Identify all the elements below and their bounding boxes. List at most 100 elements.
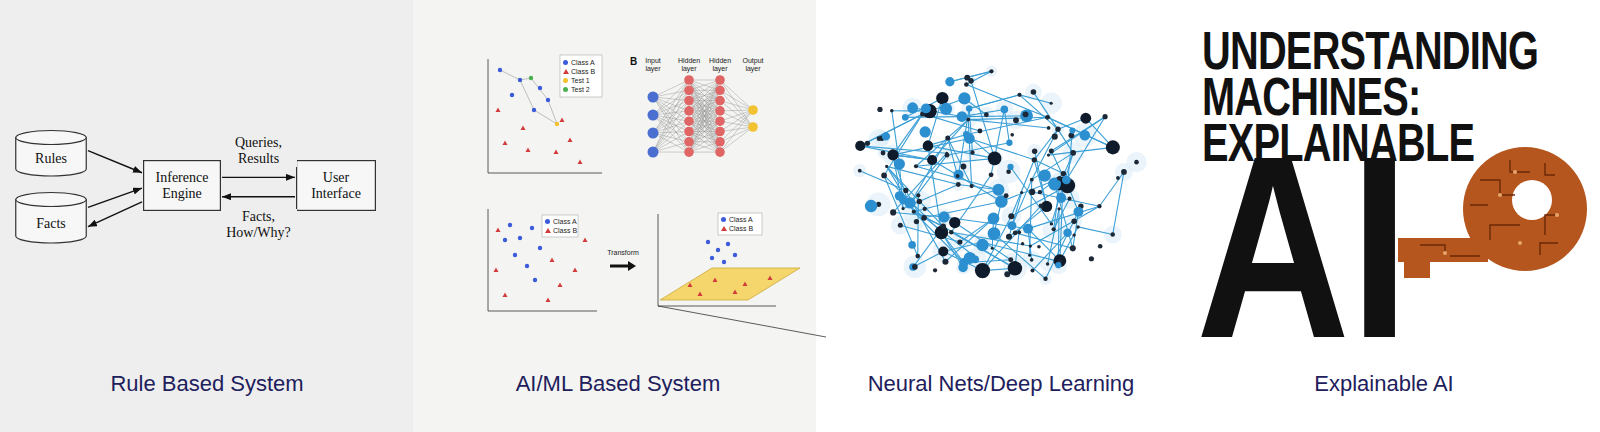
network-node [1069, 128, 1075, 134]
network-link [916, 166, 998, 190]
network-node [933, 268, 937, 272]
nn-neuron [715, 75, 725, 85]
network-node [1017, 230, 1021, 234]
nn-weight [689, 142, 720, 152]
legend-entry: Test 1 [563, 76, 590, 85]
network-node [855, 141, 865, 151]
arrow-label: Transform [603, 249, 643, 257]
nn-neuron [684, 75, 694, 85]
network-node [908, 241, 916, 249]
nn-weight [689, 80, 720, 90]
nn-weight [720, 110, 753, 152]
network-node [877, 107, 882, 112]
nn-neuron [648, 92, 659, 103]
network-node [1070, 150, 1076, 156]
nn-neuron [715, 127, 725, 137]
node-text-wrap: User Interface [301, 170, 371, 202]
connector-arrow [222, 177, 295, 178]
panel-caption: AI/ML Based System [516, 371, 721, 397]
drawing-part [1443, 170, 1559, 255]
nn-weight [653, 80, 689, 133]
network-node [915, 254, 920, 259]
network-link [1113, 172, 1124, 235]
nn-weight [720, 110, 753, 112]
network-node [1070, 245, 1076, 251]
nn-weight [653, 80, 689, 97]
network-node [1028, 254, 1031, 257]
nn-weight [689, 80, 720, 111]
layer-label: Output layer [739, 57, 767, 73]
network-node [1045, 115, 1050, 120]
data-point [555, 122, 559, 126]
nn-weight [653, 121, 689, 152]
data-point [546, 98, 550, 102]
network-node [1006, 140, 1012, 146]
network-link [884, 175, 941, 232]
network-node [917, 199, 923, 205]
drawing-part [628, 261, 636, 271]
network-node [940, 224, 946, 230]
network-node [858, 169, 862, 173]
data-point [550, 258, 555, 263]
network-node [970, 150, 974, 154]
network-node [1030, 178, 1034, 182]
network-link [969, 95, 1019, 109]
data-point [521, 126, 526, 131]
data-point [508, 223, 512, 227]
network-link [914, 190, 999, 212]
network-node [1062, 176, 1071, 185]
nn-neuron [715, 116, 725, 126]
data-point [706, 240, 710, 244]
neural-net-figure [648, 75, 758, 157]
nn-neuron [648, 110, 659, 121]
nn-weight [720, 127, 753, 152]
data-point [529, 76, 533, 80]
data-point [733, 290, 738, 295]
network-node [921, 103, 931, 113]
glow [853, 164, 866, 177]
drawing-part [542, 215, 578, 237]
network-node [890, 109, 894, 113]
nn-weight [720, 80, 753, 127]
network-node [1056, 193, 1066, 203]
network-node [1052, 134, 1058, 140]
nn-neuron [715, 86, 725, 96]
network-node [984, 112, 989, 117]
data-point [538, 246, 542, 250]
nn-weight [720, 110, 753, 132]
nn-neuron [715, 106, 725, 116]
glow [986, 65, 998, 77]
network-node [1050, 102, 1053, 105]
neighbor-line [534, 110, 557, 124]
legend-text: Class B [553, 226, 577, 235]
network-link [1033, 92, 1073, 153]
node-text-wrap: Rules [35, 151, 67, 167]
data-point [510, 93, 514, 97]
network-node [1098, 244, 1103, 249]
drawing-part [1518, 241, 1522, 245]
network-node [1021, 242, 1024, 245]
network-node [1057, 207, 1060, 210]
nn-weight [653, 97, 689, 152]
poster-ai-letters: AI [1196, 117, 1458, 377]
glow [1027, 144, 1042, 159]
network-node [1050, 222, 1053, 225]
network-node [1032, 157, 1037, 162]
glow [922, 104, 930, 112]
connector-arrow [88, 151, 142, 173]
network-node [881, 151, 886, 156]
node-label: Rules [35, 151, 67, 167]
network-node [916, 193, 920, 197]
network-link [1009, 206, 1047, 236]
network-node [1001, 106, 1009, 114]
drawing-part [1512, 180, 1552, 220]
network-link [982, 242, 1059, 261]
nn-neuron [748, 105, 758, 115]
nn-weight [689, 101, 720, 153]
network-link [860, 114, 923, 146]
network-link [969, 95, 1019, 109]
network-node [1097, 204, 1101, 208]
network-link [1055, 184, 1073, 248]
data-point [710, 256, 714, 260]
drawing-part [560, 55, 602, 97]
